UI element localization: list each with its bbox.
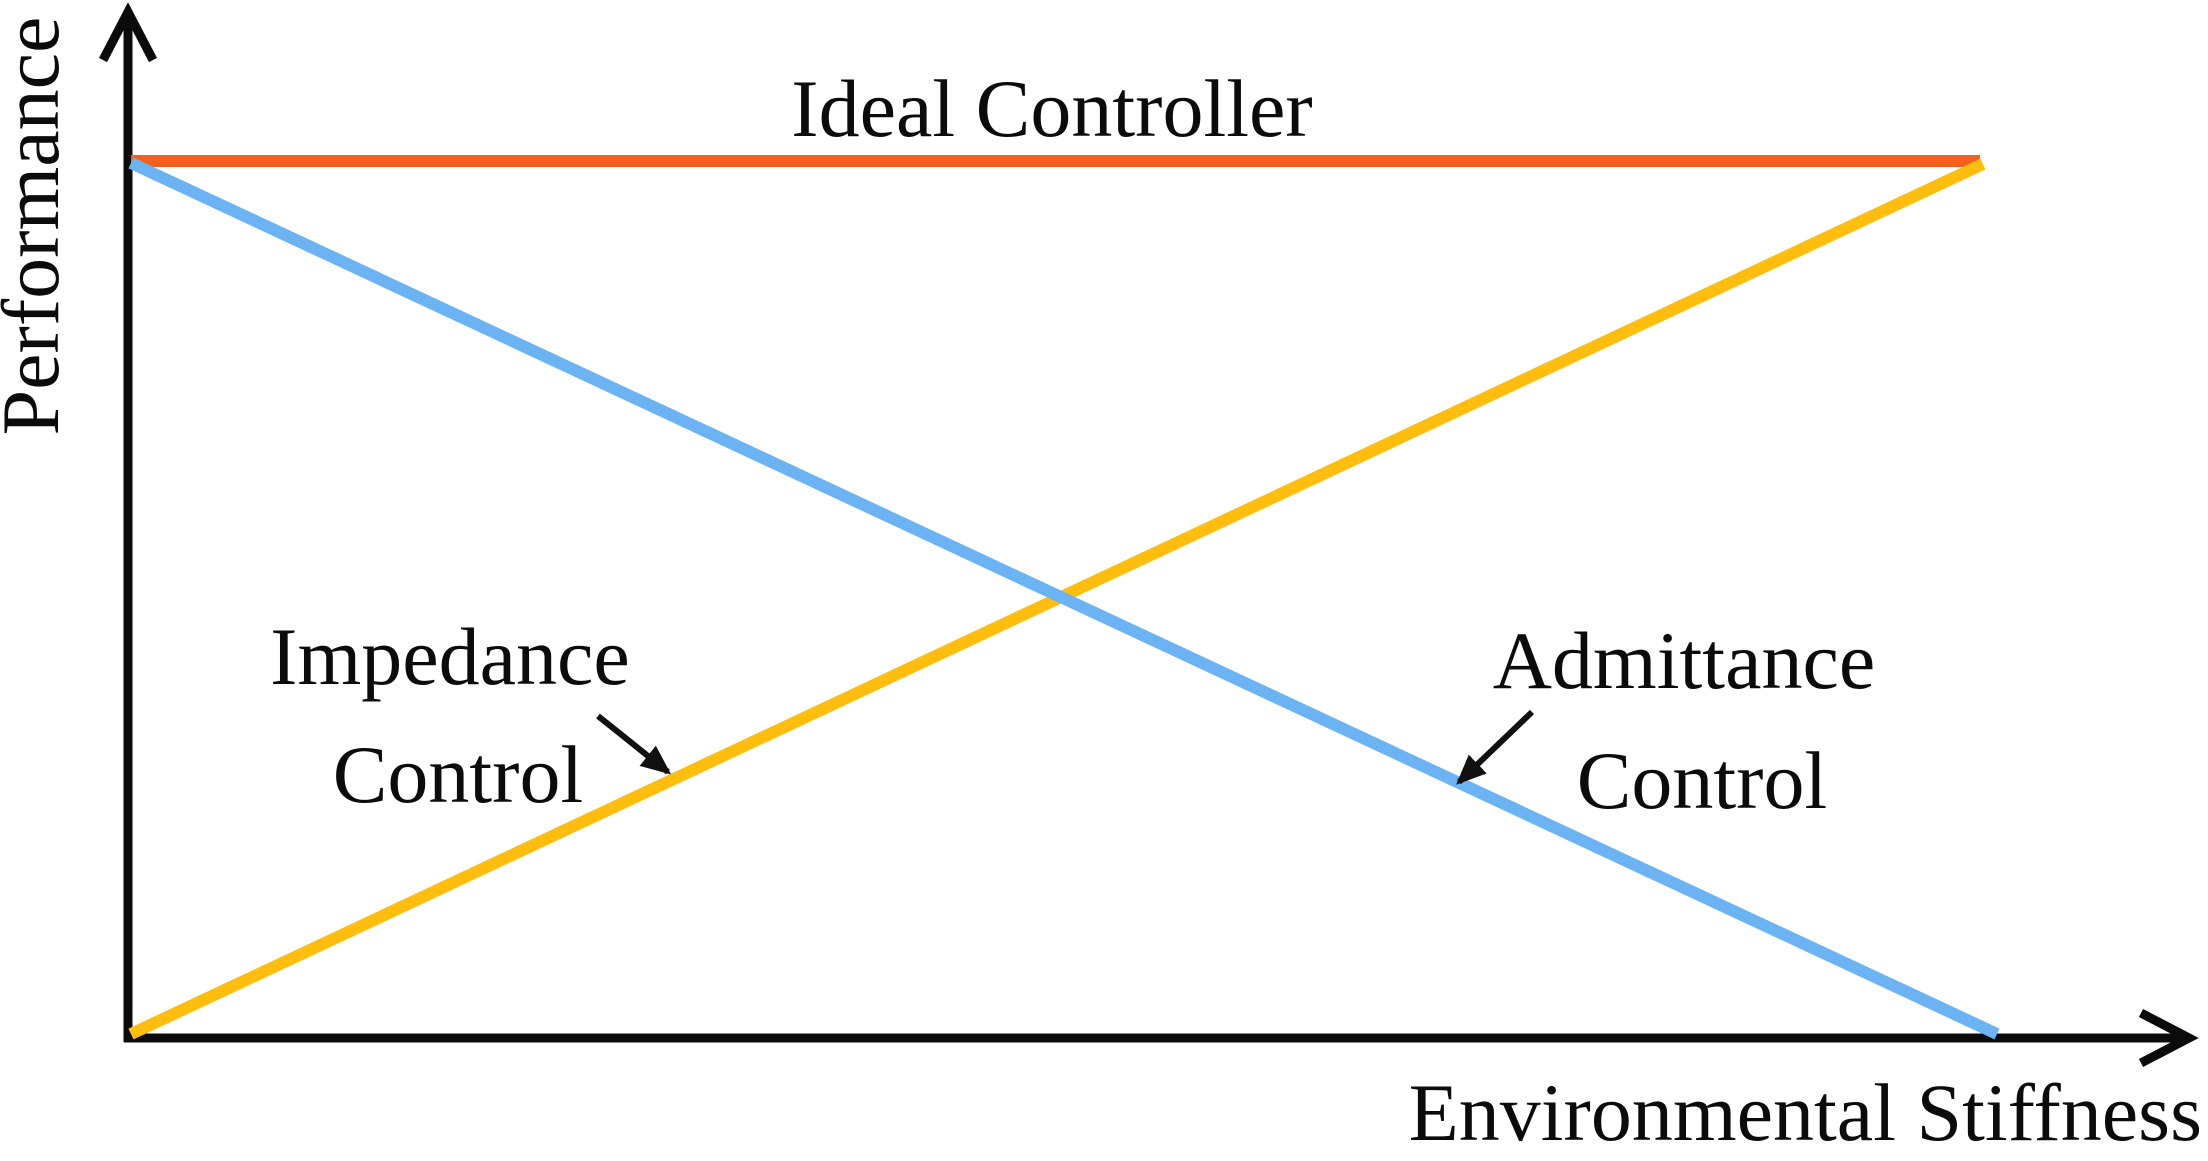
- x-axis-label: Environmental Stiffness: [1409, 1067, 2202, 1158]
- ideal-controller-label: Ideal Controller: [791, 63, 1312, 154]
- admittance-arrow-icon: [1456, 709, 1535, 785]
- admittance-control-label: Admittance Control: [1493, 615, 1876, 826]
- axes: [99, 2, 2199, 1067]
- x-axis-arrowhead-icon: [2138, 1009, 2199, 1067]
- admittance-control-line: [128, 157, 2000, 1040]
- impedance-label-line2: Control: [333, 729, 584, 820]
- admittance-label-line2: Control: [1577, 735, 1828, 826]
- admittance-label-line1: Admittance: [1493, 615, 1876, 706]
- annotation-arrows: [596, 709, 1535, 785]
- impedance-label-line1: Impedance: [270, 611, 630, 702]
- impedance-control-label: Impedance Control: [270, 611, 630, 820]
- series-lines: [128, 155, 2000, 1040]
- y-axis-arrowhead-icon: [99, 2, 157, 63]
- y-axis-label: Performance: [0, 17, 76, 436]
- impedance-arrow-icon: [596, 713, 672, 775]
